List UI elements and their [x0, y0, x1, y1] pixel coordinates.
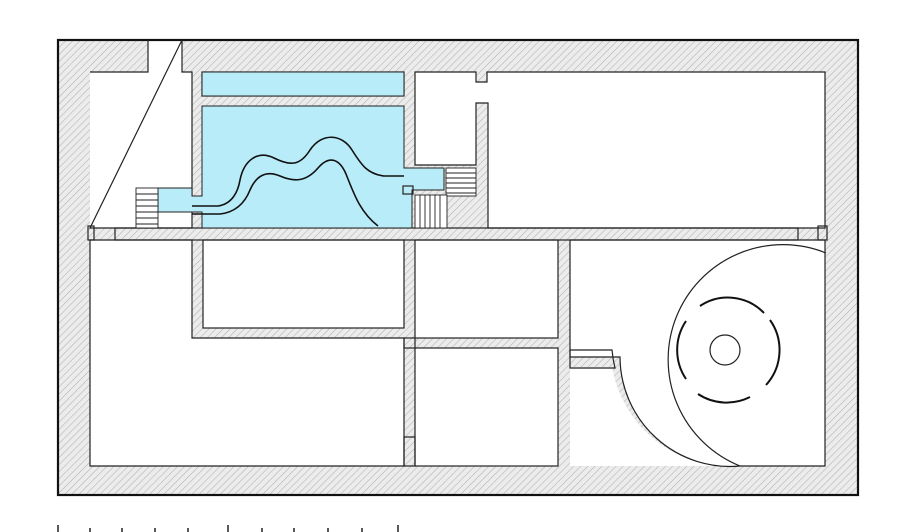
- ring-arc-bottom: [697, 393, 751, 404]
- room-south-center: [202, 239, 405, 329]
- room-northwest: [89, 39, 193, 229]
- stairs-east-upper: [445, 167, 477, 197]
- room-outlines: [56, 38, 860, 497]
- door-gap-south: [403, 436, 416, 467]
- water-slide-inner: [192, 159, 379, 227]
- door-gap-mid: [403, 337, 416, 349]
- circular-room: [569, 239, 827, 468]
- ring-arc-right: [765, 319, 781, 386]
- room-northeast: [414, 71, 826, 229]
- circular-room-link: [569, 349, 616, 369]
- central-pillar: [709, 334, 741, 366]
- stairs-west: [135, 187, 159, 229]
- water-slide-outer: [192, 136, 404, 207]
- circular-room-outline: [569, 239, 826, 468]
- building-walls: [58, 40, 858, 495]
- door-gap-west: [87, 225, 95, 241]
- pool-upper: [201, 71, 405, 97]
- circular-room-wall: [667, 244, 827, 467]
- scale-bar: [57, 525, 399, 532]
- ring-arc-top: [699, 296, 765, 314]
- outer-wall-border: [56, 38, 860, 497]
- pool-main: [157, 105, 445, 229]
- room-southwest: [89, 239, 405, 467]
- pool-area: [157, 71, 445, 229]
- ring-arc-left: [676, 320, 687, 380]
- stairs-east-lower: [414, 194, 448, 229]
- slide-platform: [402, 185, 414, 195]
- room-south-east-b: [414, 347, 559, 467]
- room-south-east-a: [414, 239, 559, 339]
